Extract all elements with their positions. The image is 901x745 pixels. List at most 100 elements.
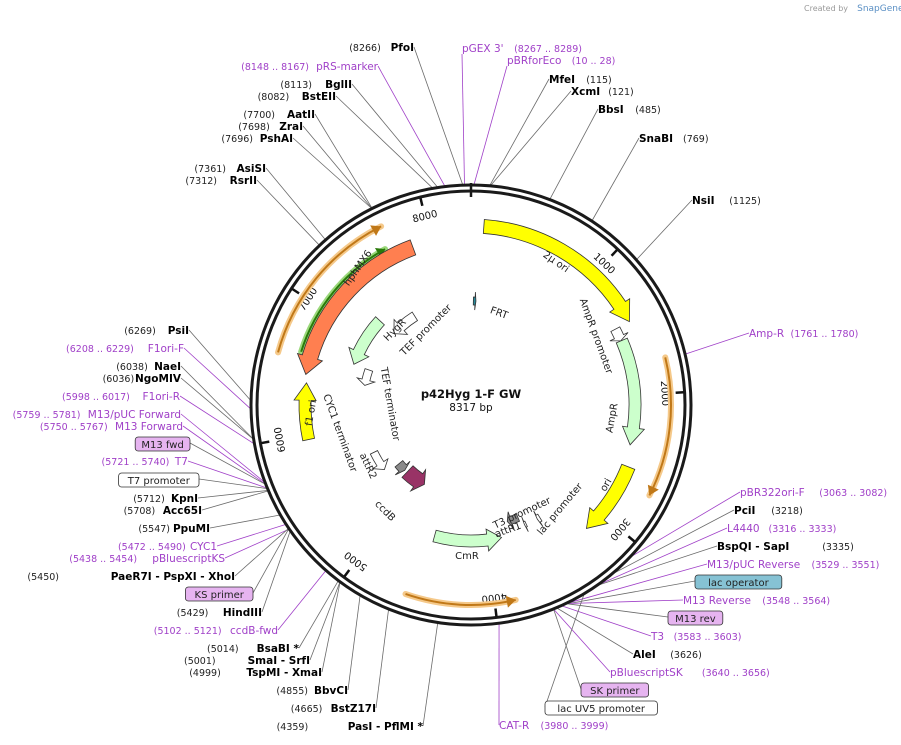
label-bsteii-3[interactable]: BstEII(8082) — [258, 91, 336, 103]
label-amp-r-5[interactable]: Amp-R(1761 .. 1780) — [749, 328, 858, 340]
feature-tef-promoter[interactable] — [393, 311, 419, 335]
label-tspmi-xmai-30[interactable]: TspMI - XmaI(4999) — [189, 667, 322, 679]
label-prs-marker-1[interactable]: pRS-marker(8148 .. 8167) — [241, 61, 379, 73]
label-sk-primer-17[interactable]: SK primer — [580, 682, 649, 698]
feature-f1-ori[interactable] — [293, 382, 317, 442]
label-bglii-2[interactable]: BglII(8113) — [280, 79, 352, 91]
label-pos-t7-17: (5721 .. 5740) — [102, 457, 170, 468]
label-pos-smai-srfi-29: (5001) — [184, 656, 216, 667]
leader-pbr322ori-f-6 — [632, 491, 741, 556]
feature-ccdb[interactable] — [401, 465, 427, 492]
label-box-text-m13-fwd-16: M13 fwd — [141, 440, 183, 451]
feature-frt[interactable] — [472, 292, 477, 311]
label-pfoi-0[interactable]: PfoI(8266) — [349, 42, 414, 54]
label-pos-pbluescriptks-23: (5438 .. 5454) — [69, 554, 137, 565]
label-pos-naei-11: (6038) — [116, 362, 148, 373]
label-zrai-5[interactable]: ZraI(7698) — [238, 121, 303, 133]
label-name-pbluescriptks-23: pBluescriptKS — [152, 553, 225, 565]
label-pbluescriptks-23[interactable]: pBluescriptKS (5438 .. 5454) — [69, 553, 225, 565]
label-pos-pbluescriptsk-16: (3640 .. 3656) — [702, 668, 770, 679]
label-pasi-pflmi-33[interactable]: PasI - PflMI *(4359) — [277, 721, 424, 733]
leader-pfoi-0 — [413, 46, 463, 185]
label-pcii-7[interactable]: PciI(3218) — [734, 505, 803, 517]
label-smai-srfi-29[interactable]: SmaI - SrfI(5001) — [184, 655, 310, 667]
leader-mfei-0 — [489, 78, 550, 186]
leader-bsteii-3 — [335, 95, 433, 188]
feature-ampr[interactable] — [615, 337, 646, 446]
label-top-pgex-3-0[interactable]: pGEX 3'(8267 .. 8289) — [462, 43, 582, 55]
label-t3-14[interactable]: T3(3583 .. 3603) — [650, 631, 741, 643]
feature-tef-terminator[interactable] — [355, 368, 377, 386]
label-ccdb-fwd-27[interactable]: ccdB-fwd(5102 .. 5121) — [154, 625, 278, 637]
plasmid-name: p42Hyg 1-F GW — [421, 387, 522, 401]
feature-hygr[interactable] — [348, 316, 385, 365]
label-psii-9[interactable]: PsiI(6269) — [124, 325, 189, 337]
label-name-naei-11: NaeI — [154, 361, 181, 373]
label-name-amp-r-5: Amp-R — [749, 328, 784, 340]
label-bbsi-2[interactable]: BbsI(485) — [598, 104, 661, 116]
feature-attr2[interactable] — [394, 460, 411, 476]
label-nsii-4[interactable]: NsiI(1125) — [692, 195, 761, 207]
label-xcmi-1[interactable]: XcmI(121) — [571, 86, 634, 98]
label-bstz17i-32[interactable]: BstZ17I(4665) — [291, 703, 376, 715]
label-aatii-4[interactable]: AatII(7700) — [243, 109, 315, 121]
label-m13-puc-reverse-10[interactable]: M13/pUC Reverse(3529 .. 3551) — [707, 559, 879, 571]
feature-t3-promoter[interactable] — [521, 516, 529, 532]
leader-kpni-19 — [197, 490, 268, 499]
feature-arrows — [293, 219, 646, 552]
label-alei-15[interactable]: AleI(3626) — [633, 649, 702, 661]
label-pos-tspmi-xmai-30: (4999) — [189, 668, 221, 679]
label-ppumi-21[interactable]: PpuMI(5547) — [138, 523, 210, 535]
label-m13-reverse-12[interactable]: M13 Reverse(3548 .. 3564) — [683, 595, 830, 607]
label-pbluescriptsk-16[interactable]: pBluescriptSK(3640 .. 3656) — [610, 667, 770, 679]
feature-attr1[interactable] — [506, 511, 521, 530]
label-m13-rev-13[interactable]: M13 rev — [667, 610, 724, 626]
label-bspqi-sapi-9[interactable]: BspQI - SapI(3335) — [717, 541, 854, 553]
feature-ampr-promoter[interactable] — [609, 326, 629, 342]
label-rsrii-8[interactable]: RsrII(7312) — [185, 175, 257, 187]
label-ngomiv-12[interactable]: NgoMIV(6036) — [103, 373, 182, 385]
label-t7-17[interactable]: T7(5721 .. 5740) — [102, 456, 188, 468]
label-name-pshai-6: PshAI — [260, 133, 293, 145]
label-m13-fwd-16[interactable]: M13 fwd — [134, 436, 191, 452]
label-ks-primer-25[interactable]: KS primer — [184, 586, 254, 602]
feature-lac-promoter[interactable] — [533, 510, 544, 527]
label-cyc1-22[interactable]: CYC1(5472 .. 5490) — [118, 541, 217, 553]
label-pshai-6[interactable]: PshAI(7696) — [221, 133, 293, 145]
label-bsabi-28[interactable]: BsaBI *(5014) — [207, 643, 299, 655]
label-hindiii-26[interactable]: HindIII(5429) — [177, 607, 262, 619]
leader-aatii-4 — [314, 113, 373, 208]
label-pos-ppumi-21: (5547) — [138, 524, 170, 535]
label-cat-r-19[interactable]: CAT-R(3980 .. 3999) — [499, 720, 608, 732]
label-lac-operator-11[interactable]: lac operator — [694, 574, 783, 590]
feature-label-ccdb: ccdB — [372, 499, 397, 524]
label-kpni-19[interactable]: KpnI(5712) — [133, 493, 198, 505]
label-snabi-3[interactable]: SnaBI(769) — [639, 133, 709, 145]
label-top-pbrforeco-1[interactable]: pBRforEco(10 .. 28) — [507, 55, 615, 67]
label-acc65i-20[interactable]: Acc65I(5708) — [124, 505, 202, 517]
label-m13-forward-15[interactable]: M13 Forward(5750 .. 5767) — [40, 421, 183, 433]
label-bbvci-31[interactable]: BbvCI(4855) — [276, 685, 348, 697]
label-t7-promoter-18[interactable]: T7 promoter — [118, 472, 200, 488]
label-naei-11[interactable]: NaeI (6038) — [116, 361, 181, 373]
label-lac-uv5-promoter-18[interactable]: lac UV5 promoter — [544, 700, 658, 716]
feature-2-ori[interactable] — [482, 219, 631, 323]
label-name-l4440-8: L4440 — [727, 523, 760, 535]
label-mfei-0[interactable]: MfeI(115) — [549, 74, 612, 86]
leader-lac-operator-11 — [567, 580, 696, 605]
feature-ori[interactable] — [585, 463, 636, 529]
label-asisi-7[interactable]: AsiSI(7361) — [194, 163, 266, 175]
label-l4440-8[interactable]: L4440(3316 .. 3333) — [727, 523, 836, 535]
label-m13-puc-forward-14[interactable]: M13/pUC Forward(5759 .. 5781) — [13, 409, 181, 421]
label-pbr322ori-f-6[interactable]: pBR322ori-F(3063 .. 3082) — [740, 487, 887, 499]
leader-pbluescriptsk-16 — [553, 609, 611, 673]
feature-hphmx6[interactable] — [296, 239, 417, 376]
feature-cyc1-terminator[interactable] — [369, 450, 389, 470]
feature-cmr[interactable] — [432, 528, 503, 552]
label-paer7i-pspxi-xhoi-24[interactable]: PaeR7I - PspXI - XhoI(5450) — [27, 571, 235, 583]
label-name-hindiii-26: HindIII — [223, 607, 262, 619]
feature-label-tef-promoter: TEF promoter — [398, 302, 455, 359]
label-f1ori-r-13[interactable]: F1ori-R(5998 .. 6017) — [62, 391, 180, 403]
label-f1ori-f-10[interactable]: F1ori-F(6208 .. 6229) — [66, 343, 184, 355]
snapgene-logo-text[interactable]: SnapGene — [857, 4, 901, 14]
